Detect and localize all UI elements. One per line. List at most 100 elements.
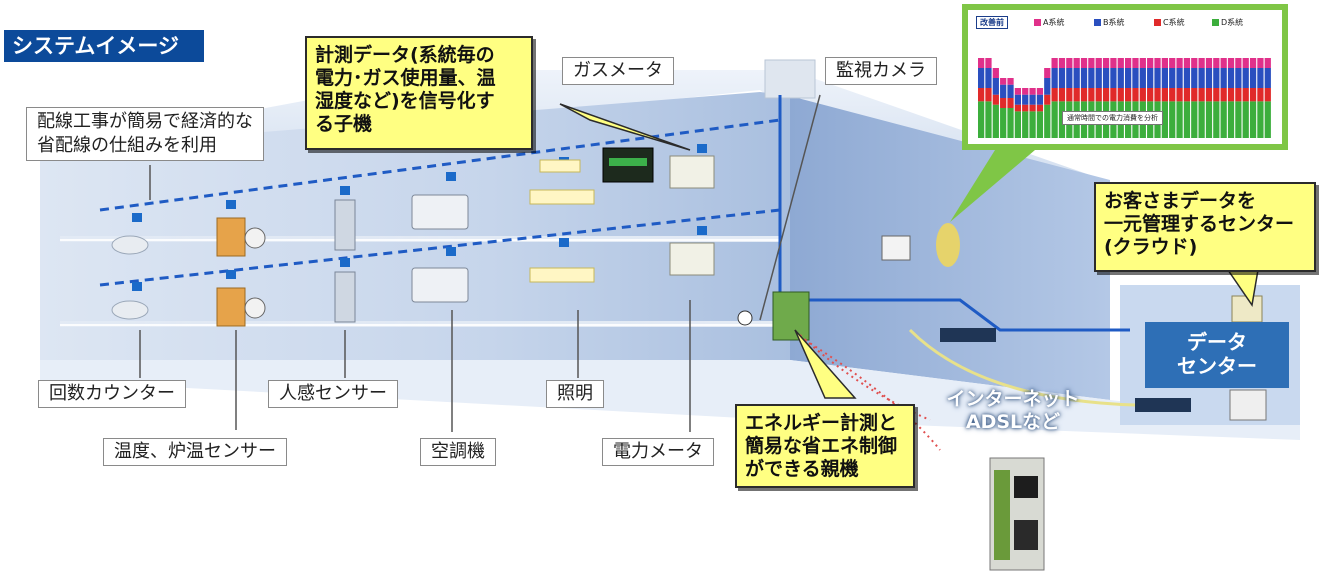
chart-bar	[1125, 58, 1132, 68]
chart-bar	[1257, 58, 1264, 68]
gas-meter-label: ガスメータ	[562, 57, 674, 85]
chart-bar	[1117, 58, 1124, 68]
chart-bar	[1198, 101, 1205, 138]
lighting-label: 照明	[546, 380, 604, 408]
chart-bar	[1176, 58, 1183, 68]
chart-bar	[1022, 104, 1029, 112]
chart-bar	[1088, 68, 1095, 88]
chart-bar	[1036, 94, 1044, 105]
chart-bar	[1169, 101, 1176, 138]
chart-bar	[1169, 68, 1176, 88]
wiring-label: 配線工事が簡易で経済的な 省配線の仕組みを利用	[26, 107, 264, 161]
chart-bar	[1205, 68, 1213, 88]
chart-bar	[1176, 88, 1183, 102]
chart-bar	[1102, 68, 1110, 88]
chart-bar	[1191, 58, 1198, 68]
chart-bar	[1264, 68, 1271, 88]
chart-bar	[1176, 101, 1183, 138]
device-icons	[111, 147, 1267, 421]
chart-bar	[1029, 94, 1036, 105]
chart-bar	[1198, 58, 1205, 68]
chart-bar	[992, 104, 999, 138]
chart-bar	[1051, 88, 1058, 102]
chart-bar	[1235, 68, 1242, 88]
chart-bar	[978, 58, 985, 68]
chart-bar	[1161, 58, 1168, 68]
chart-bar	[1154, 68, 1161, 88]
chart-bar	[1117, 88, 1124, 102]
chart-bar	[1058, 101, 1066, 138]
chart-bar	[1242, 88, 1249, 102]
chart-bar	[1000, 84, 1007, 98]
chart-bar	[1220, 88, 1227, 102]
chart-bar	[1051, 68, 1058, 88]
chart-bar	[1213, 88, 1220, 102]
chart-bar	[1022, 88, 1029, 95]
chart-bar	[1242, 68, 1249, 88]
chart-bar	[1036, 88, 1044, 95]
chart-bar	[1095, 68, 1102, 88]
chart-bar	[1198, 88, 1205, 102]
chart-bar	[985, 68, 992, 88]
chart-bar	[1132, 68, 1139, 88]
chart-bar	[1095, 88, 1102, 102]
chart-bar	[1102, 88, 1110, 102]
chart-bar	[1257, 68, 1264, 88]
chart-bar	[1080, 58, 1088, 68]
measurement-callout: 計測データ(系統毎の 電力･ガス使用量、温 湿度など)を信号化す る子機	[305, 36, 533, 150]
chart-bar	[1249, 68, 1257, 88]
chart-bar	[1051, 58, 1058, 68]
chart-bar	[1000, 98, 1007, 108]
chart-bar	[1169, 88, 1176, 102]
chart-bar	[1147, 58, 1154, 68]
chart-bar	[1007, 98, 1014, 108]
chart-bar	[1227, 88, 1235, 102]
chart-bar	[1205, 101, 1213, 138]
chart-bar	[1051, 101, 1058, 138]
chart-bar	[1205, 88, 1213, 102]
temp-sensor-label: 温度、炉温センサー	[103, 438, 287, 466]
chart-bar	[1014, 104, 1021, 112]
chart-bar	[1154, 88, 1161, 102]
power-meter-label: 電力メータ	[602, 438, 714, 466]
wiring-lines	[99, 95, 1130, 332]
cloud-callout: お客さまデータを 一元管理するセンター (クラウド)	[1094, 182, 1316, 272]
chart-bar	[1058, 68, 1066, 88]
chart-bar	[1198, 68, 1205, 88]
chart-bar	[1227, 58, 1235, 68]
chart-bar	[1066, 88, 1073, 102]
chart-bar	[1073, 88, 1080, 102]
chart-bar	[1191, 68, 1198, 88]
chart-bar	[1154, 58, 1161, 68]
chart-bar	[1022, 94, 1029, 105]
chart-bar	[1125, 68, 1132, 88]
chart-bar	[1213, 58, 1220, 68]
chart-bar	[1125, 88, 1132, 102]
chart-bar	[1264, 101, 1271, 138]
camera-label: 監視カメラ	[825, 57, 937, 85]
chart-bar	[1235, 58, 1242, 68]
chart-bar	[1169, 58, 1176, 68]
chart-bar	[1183, 101, 1191, 138]
chart-bar	[1066, 68, 1073, 88]
chart-bar	[1110, 88, 1117, 102]
chart-bar	[978, 68, 985, 88]
chart-bar	[1044, 78, 1051, 95]
chart-prefix: 改善前	[976, 16, 1008, 29]
chart-bar	[1139, 88, 1146, 102]
chart-bar	[1029, 88, 1036, 95]
chart-bar	[985, 58, 992, 68]
chart-bar	[1220, 101, 1227, 138]
chart-bar	[985, 101, 992, 138]
chart-bar	[1073, 58, 1080, 68]
chart-bar	[1095, 58, 1102, 68]
network-label: インターネット ADSLなど	[946, 388, 1080, 433]
chart-note: 通常時間での電力消費を分析	[1062, 111, 1163, 125]
chart-bar	[1066, 58, 1073, 68]
chart-bar	[1227, 101, 1235, 138]
chart-bar	[1242, 101, 1249, 138]
page-title: システムイメージ	[4, 30, 204, 62]
chart-bar	[1205, 58, 1213, 68]
chart-bar	[1139, 68, 1146, 88]
chart-bar	[1102, 58, 1110, 68]
